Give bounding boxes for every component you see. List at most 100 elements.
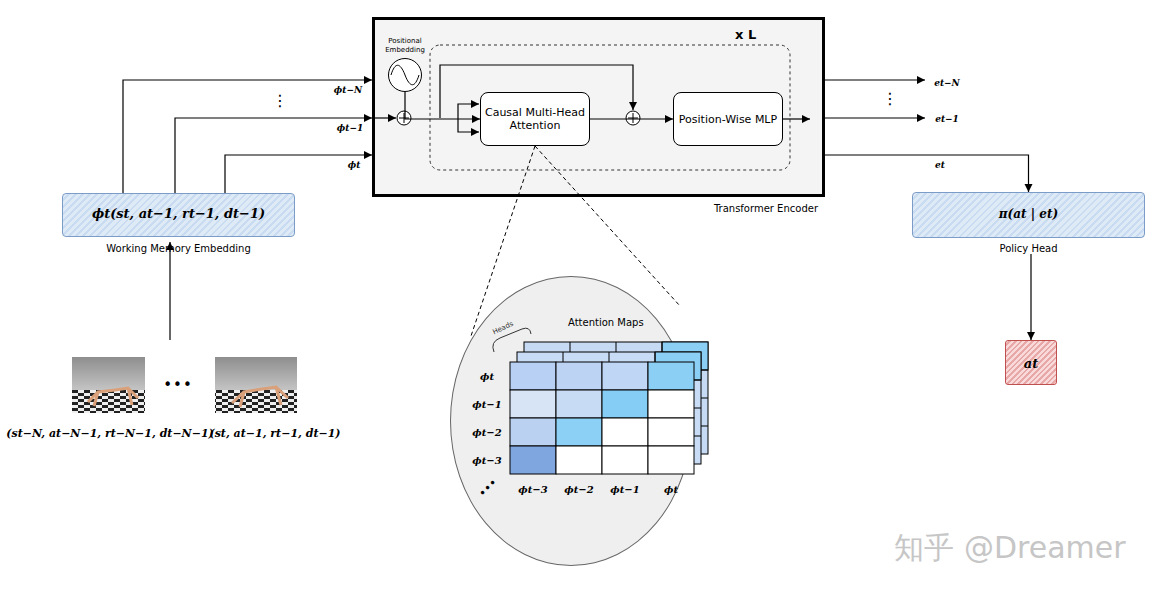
heads-label: Heads	[491, 320, 514, 337]
attention-grid-front	[556, 418, 602, 446]
process-box: Position-Wise MLP	[673, 92, 783, 146]
attention-grid-back	[655, 352, 701, 380]
encoder-box: x LTransformer EncoderPositional Embeddi…	[372, 17, 825, 197]
environment-thumbnail	[72, 357, 145, 390]
edge-label: ϕt−N	[334, 85, 362, 95]
node-caption: Positional Embedding	[375, 37, 435, 55]
output-label: et−N	[934, 78, 960, 88]
arrow-connector	[825, 155, 1029, 192]
attention-grid-front	[648, 418, 694, 446]
arrow-connector	[175, 118, 372, 193]
encoder-wiring	[458, 118, 479, 132]
row-label: ϕt−3	[472, 455, 501, 466]
attention-grid-back	[524, 342, 708, 454]
attention-grid-back	[517, 342, 708, 464]
embedding-formula: ϕt(st, at−1, rt−1, dt−1)	[63, 206, 294, 221]
arrow-connector	[123, 80, 372, 193]
process-box: Causal Multi-Head Attention	[480, 92, 590, 146]
ellipsis: •••	[476, 476, 501, 501]
edge-label: ϕt−1	[337, 123, 363, 133]
edge-label: ϕt	[348, 160, 361, 170]
attention-grid-front	[602, 390, 648, 418]
encoder-wiring	[375, 117, 396, 118]
attention-grid-front	[510, 390, 556, 418]
edge-label: et	[935, 160, 945, 170]
policy-formula: π(at | et)	[913, 207, 1144, 221]
output-arrow	[825, 79, 925, 80]
add-symbol	[397, 111, 411, 125]
encoder-wiring	[783, 118, 810, 119]
zoom-circle: Attention Maps	[450, 276, 692, 566]
process-label: Position-Wise MLP	[677, 113, 779, 126]
node-caption: Transformer Encoder	[714, 203, 818, 214]
column-label: ϕt−1	[610, 484, 639, 495]
watermark: 知乎 @Dreamer	[894, 528, 1125, 569]
attention-grid-back	[524, 342, 708, 454]
encoder-wiring	[458, 104, 479, 118]
attention-grid-front	[510, 362, 694, 474]
input-arrow	[169, 242, 170, 340]
attention-grid-back	[517, 352, 701, 464]
encoder-wiring	[375, 45, 810, 170]
encoder-wiring	[430, 45, 790, 170]
node-caption: Policy Head	[913, 243, 1144, 254]
environment-thumbnail	[240, 392, 244, 407]
arrow-connector	[405, 92, 480, 119]
attention-grid-front	[602, 418, 648, 446]
ellipsis: ⋮	[272, 91, 288, 110]
action-label: at	[1006, 355, 1056, 370]
environment-thumbnail	[276, 387, 281, 405]
attention-grid-front	[510, 446, 556, 474]
policy-box: π(at | et)Policy Head	[912, 192, 1145, 238]
node-caption: Attention Maps	[568, 317, 644, 328]
attention-grid-front	[510, 362, 556, 390]
environment-thumbnail	[72, 357, 145, 413]
attention-grid-front	[648, 446, 694, 474]
action-box: at	[1005, 340, 1057, 385]
tuple-label: (st, at−1, rt−1, dt−1)	[209, 427, 340, 440]
output-arrow	[825, 117, 925, 118]
environment-thumbnail	[215, 357, 297, 413]
attention-grid-front	[602, 446, 648, 474]
environment-thumbnail	[128, 388, 132, 405]
environment-thumbnail	[72, 390, 145, 413]
environment-thumbnail	[232, 387, 288, 403]
attention-grid-back	[517, 352, 701, 464]
encoder-wiring	[391, 65, 419, 85]
row-label: ϕt−1	[472, 399, 501, 410]
column-label: ϕt−3	[518, 484, 547, 495]
attention-grid-front	[648, 390, 694, 418]
row-label: ϕt−2	[472, 427, 501, 438]
attention-grid-front	[556, 446, 602, 474]
attention-grid-front	[556, 390, 602, 418]
ellipsis: •••	[163, 376, 193, 394]
column-label: ϕt−2	[564, 484, 593, 495]
attention-grid-front	[648, 362, 694, 390]
row-label: ϕt	[480, 371, 494, 382]
embedding-box: ϕt(st, at−1, rt−1, dt−1)Working Memory E…	[62, 193, 295, 237]
environment-thumbnail	[215, 357, 297, 390]
attention-grid-front	[556, 362, 602, 390]
attention-grid-front	[510, 418, 556, 446]
add-symbol	[399, 113, 409, 123]
node-caption: Working Memory Embedding	[63, 243, 294, 254]
tuple-label: (st−N, at−N−1, rt−N−1, dt−N−1)	[6, 427, 214, 440]
add-symbol	[626, 111, 640, 125]
repeat-count: x L	[735, 27, 756, 42]
arrow-connector	[225, 155, 372, 193]
environment-thumbnail	[215, 390, 297, 413]
output-label: et−1	[935, 114, 959, 124]
input-arrow	[170, 242, 171, 340]
arrow-connector	[590, 118, 673, 119]
leader-connector	[471, 146, 680, 336]
attention-grid-front	[602, 362, 648, 390]
embedding-circle: Positional Embedding	[388, 58, 422, 92]
column-label: ϕt	[664, 484, 678, 495]
add-symbol	[626, 111, 640, 125]
environment-thumbnail	[94, 392, 98, 406]
add-symbol	[397, 111, 411, 125]
